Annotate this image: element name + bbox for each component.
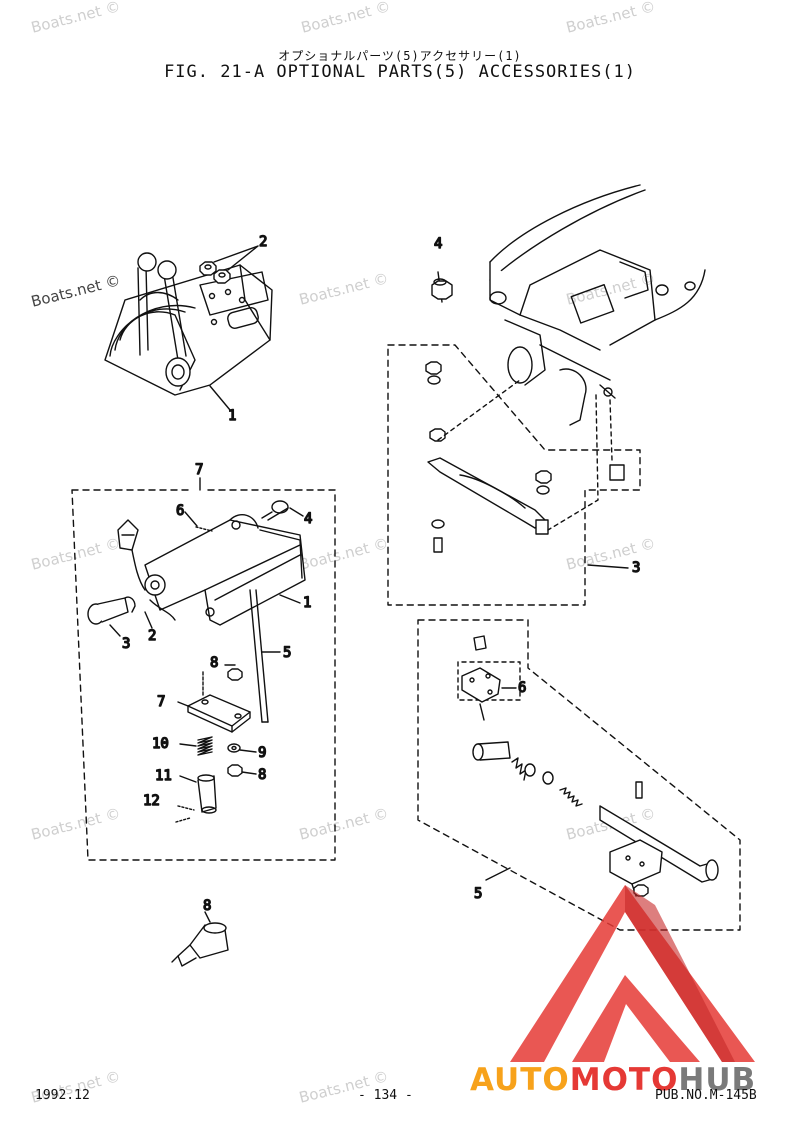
- footer-date: 1992.12: [35, 1088, 90, 1103]
- automotohub-logo-mark: [510, 885, 755, 1062]
- logo-part-moto: MOTO: [569, 1062, 679, 1098]
- wire-clip: [117, 519, 176, 621]
- remote-control-box: [104, 252, 273, 411]
- callout-1: 1: [228, 408, 236, 424]
- callout-5-top: 5: [474, 886, 482, 902]
- callout-12: 12: [143, 793, 160, 809]
- callout-6: 6: [176, 503, 184, 519]
- callout-9: 9: [258, 745, 266, 761]
- screw-4: [261, 500, 304, 521]
- knob-3: [87, 596, 136, 637]
- callout-2-left: 2: [148, 628, 156, 644]
- callout-2: 2: [259, 234, 267, 250]
- figure-title-japanese: オプショナルパーツ(5)アクセサリー(1): [278, 49, 522, 63]
- logo-part-hub: HUB: [678, 1062, 757, 1098]
- bolts-8: [202, 664, 243, 696]
- washer-9: [227, 743, 257, 753]
- linkage-rod-3: [425, 361, 625, 553]
- callout-1-left: 1: [303, 595, 311, 611]
- logo-part-auto: AUTO: [470, 1062, 570, 1098]
- swivel-11: [179, 774, 217, 814]
- callout-8-top: 8: [210, 655, 218, 671]
- callout-6-top: 6: [518, 680, 526, 696]
- nut-8: [227, 764, 257, 777]
- automotohub-logo-text: AUTOMOTOHUB: [470, 1062, 756, 1098]
- callout-10: 10: [152, 736, 169, 752]
- callout-7-left: 7: [157, 694, 165, 710]
- spring-10: [179, 736, 213, 756]
- callout-7: 7: [195, 462, 203, 478]
- callout-3-top: 3: [632, 560, 640, 576]
- callout-4-top: 4: [434, 236, 442, 252]
- callout-8-mid: 8: [258, 767, 266, 783]
- shift-assembly-boundary: [417, 619, 741, 931]
- callout-8-bottom: 8: [203, 898, 211, 914]
- linkage-boundary: [387, 344, 641, 606]
- callout-5-left: 5: [283, 645, 291, 661]
- callout-4: 4: [304, 511, 312, 527]
- lever-bracket: [144, 514, 306, 626]
- plate-7: [177, 694, 251, 733]
- pin-6: [184, 511, 213, 532]
- footer-page-number: - 134 -: [358, 1088, 413, 1103]
- callout-3: 3: [122, 636, 130, 652]
- shift-shaft: [472, 741, 719, 897]
- callout-11: 11: [155, 768, 172, 784]
- rod-5: [249, 589, 281, 723]
- screw-4-top: [431, 271, 453, 303]
- kit-boundary: [71, 489, 336, 861]
- switch-8: [171, 911, 229, 967]
- pin-12: [175, 805, 195, 823]
- bracket-6: [461, 635, 517, 721]
- footer-publication-number: PUB.NO.M-145B: [655, 1088, 757, 1103]
- figure-title: FIG. 21-A OPTIONAL PARTS(5) ACCESSORIES(…: [164, 62, 636, 82]
- nut-pair: [199, 245, 259, 284]
- outboard-bracket: [489, 184, 706, 426]
